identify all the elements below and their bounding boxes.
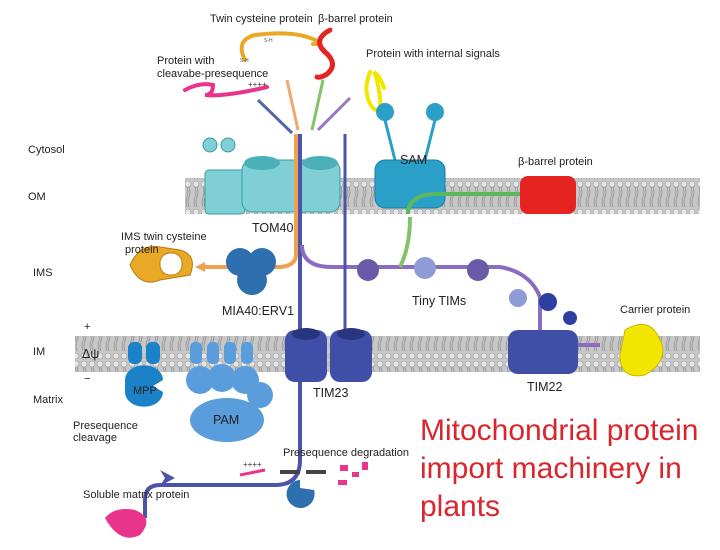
ims-twin-cysteine-protein (129, 245, 193, 283)
label-degradation: Presequence degradation (283, 447, 409, 459)
tiny-tims (357, 257, 527, 307)
label-carrier: Carrier protein (620, 304, 690, 316)
label-twin-cysteine: Twin cysteine protein (210, 13, 313, 25)
arrow-beta (310, 79, 325, 131)
minus-sign: − (84, 373, 90, 385)
title-line: import machinery in (420, 452, 682, 485)
label-ims-twin-2: protein (125, 244, 159, 256)
label-tom40: TOM40 (252, 221, 293, 235)
title-line: Mitochondrial protein (420, 414, 699, 447)
title-line: plants (420, 490, 501, 523)
arrow-internal (316, 96, 352, 132)
arrow (306, 470, 326, 474)
label-beta-barrel: β-barrel protein (318, 13, 393, 25)
arrow-head (160, 470, 175, 486)
label-im: IM (33, 346, 45, 358)
carrier-protein (619, 323, 664, 377)
label-cleavage-2: cleavage (73, 432, 117, 444)
sam-path (398, 216, 412, 268)
label-cleavage-1: Presequence (73, 420, 138, 432)
twin-cysteine-path (205, 134, 298, 269)
label-mpp: MPP (133, 385, 157, 397)
arrow-head (195, 262, 205, 272)
label-internal-signals: Protein with internal signals (366, 48, 500, 60)
beta-barrel-path (406, 192, 520, 215)
label-cleavable-1: Protein with (157, 55, 214, 67)
label-soluble: Soluble matrix protein (83, 489, 189, 501)
diagram-title: Mitochondrial protein import machinery i… (420, 412, 720, 526)
cleaved-presequence (239, 468, 266, 477)
label-ims: IMS (33, 267, 53, 279)
label-cytosol: Cytosol (28, 144, 65, 156)
om-beta-barrel (520, 176, 576, 214)
label-mia40: MIA40:ERV1 (222, 304, 294, 318)
charge-label: ++++ (248, 80, 267, 89)
label-tim22: TIM22 (527, 380, 562, 394)
mpp-complex (125, 342, 164, 407)
sh-label: S-H (264, 38, 273, 44)
charge-label: ++++ (243, 460, 262, 469)
label-sam: SAM (400, 153, 427, 167)
label-tim23: TIM23 (313, 386, 348, 400)
arrow (280, 470, 300, 474)
label-tiny-tims: Tiny TIMs (412, 294, 466, 308)
carrier-path (300, 244, 600, 347)
label-om: OM (28, 191, 46, 203)
mia40-erv1 (226, 248, 276, 295)
plus-sign: + (84, 321, 90, 333)
arrow-presequence (256, 98, 294, 135)
presequence-protein (183, 82, 269, 98)
twin-cysteine-protein (239, 31, 321, 62)
sh-label: S-H (240, 58, 249, 64)
inner-membrane (75, 336, 700, 372)
label-matrix: Matrix (33, 394, 63, 406)
beta-barrel-precursor (314, 27, 335, 80)
pam-complex (186, 342, 273, 442)
tim22-complex (508, 293, 578, 374)
label-ims-twin-1: IMS twin cysteine (121, 231, 207, 243)
tim23-complex (285, 328, 372, 382)
membrane-potential: Δψ (82, 347, 99, 361)
internal-signal-protein (364, 70, 386, 113)
soluble-matrix-protein (105, 509, 147, 538)
degraded-fragments (338, 462, 368, 485)
label-pam: PAM (213, 413, 239, 427)
tom40-complex (202, 137, 341, 215)
label-cleavable-2: cleavabe-presequence (157, 68, 268, 80)
arrow-twin (285, 79, 300, 131)
label-om-beta-barrel: β-barrel protein (518, 156, 593, 168)
protease-icon (286, 480, 315, 508)
